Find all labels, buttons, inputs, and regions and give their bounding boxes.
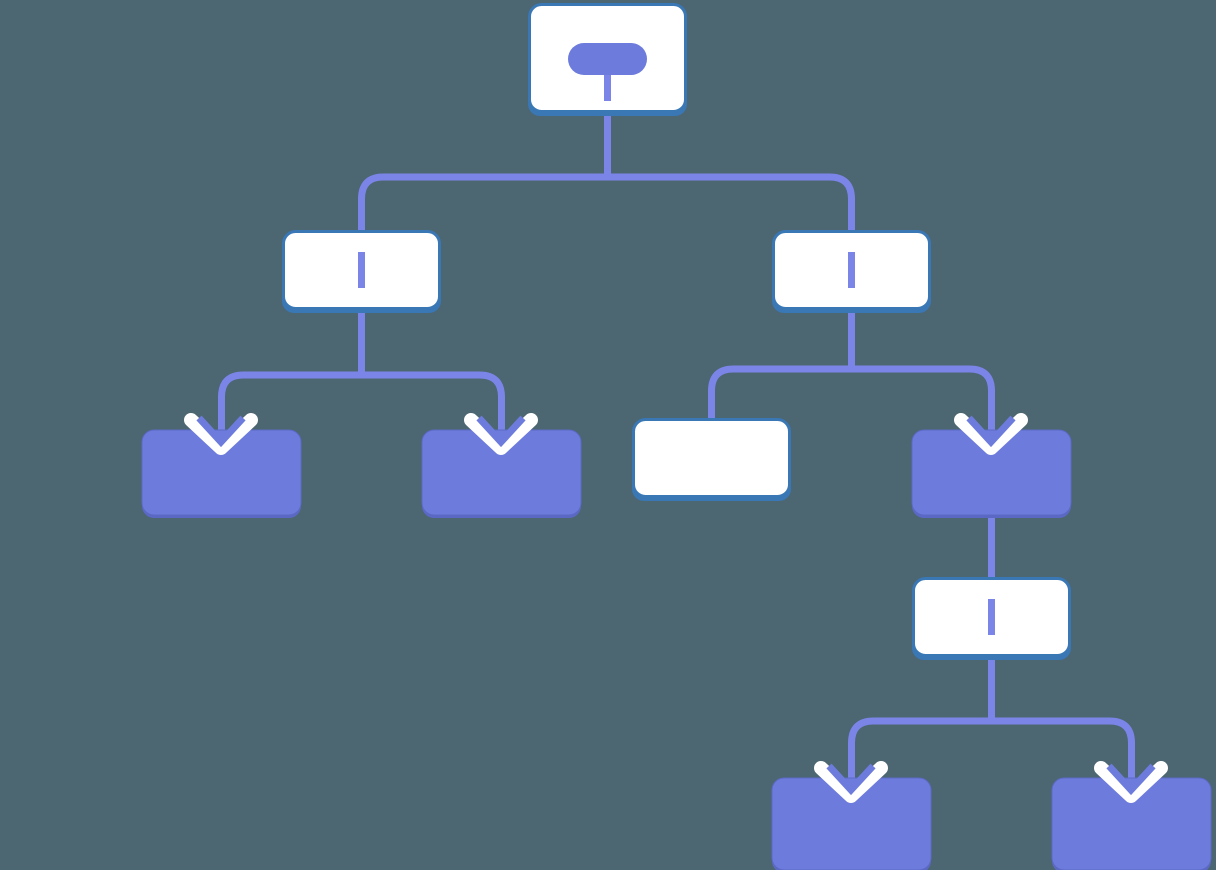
double-chevron-down-arrow-white-outline	[184, 413, 258, 455]
leaf-node-3-white-body[interactable]	[632, 418, 791, 498]
level4-middle-node[interactable]	[912, 577, 1071, 661]
level2-right-node-line-through	[848, 252, 855, 288]
connector-root-split	[358, 173, 855, 236]
connector-level4-split	[848, 717, 1135, 790]
double-chevron-down-arrow	[954, 413, 1028, 455]
double-chevron-down-arrow-purple-chevron	[1106, 763, 1156, 796]
double-chevron-down-arrow	[1094, 761, 1168, 803]
leaf-node-1[interactable]	[141, 429, 302, 518]
leaf-node-2-body[interactable]	[421, 429, 582, 516]
double-chevron-down-arrow-purple-chevron	[476, 415, 526, 448]
root-node-accent-pill	[568, 43, 647, 75]
leaf-node-2[interactable]	[421, 429, 582, 518]
double-chevron-down-arrow-white-outline	[814, 761, 888, 803]
root-node[interactable]	[528, 3, 687, 117]
branch-node-right-body[interactable]	[911, 429, 1072, 516]
leaf-node-1-body[interactable]	[141, 429, 302, 516]
level2-left-node-line-through	[358, 252, 365, 288]
level2-left-node[interactable]	[282, 230, 441, 314]
double-chevron-down-arrow-purple-chevron	[196, 415, 246, 448]
level2-right-node[interactable]	[772, 230, 931, 314]
leaf-node-5[interactable]	[1051, 777, 1212, 870]
double-chevron-down-arrow-white-outline	[464, 413, 538, 455]
branch-node-right[interactable]	[911, 429, 1072, 518]
connector-level2-left-split	[218, 371, 505, 444]
arrows-layer	[184, 413, 1168, 803]
double-chevron-down-arrow-purple-chevron	[826, 763, 876, 796]
double-chevron-down-arrow-white-outline	[1094, 761, 1168, 803]
leaf-node-4-body[interactable]	[771, 777, 932, 870]
double-chevron-down-arrow	[184, 413, 258, 455]
leaf-node-4[interactable]	[771, 777, 932, 870]
level4-middle-node-line-through	[988, 599, 995, 635]
double-chevron-down-arrow	[464, 413, 538, 455]
double-chevron-down-arrow	[814, 761, 888, 803]
double-chevron-down-arrow-white-outline	[954, 413, 1028, 455]
double-chevron-down-arrow-purple-chevron	[966, 415, 1016, 448]
leaf-node-5-body[interactable]	[1051, 777, 1212, 870]
leaf-node-3-white[interactable]	[632, 418, 791, 502]
root-node-line-through	[604, 75, 611, 101]
nodes-layer	[141, 3, 1212, 870]
connector-level2-right-split	[708, 365, 995, 444]
